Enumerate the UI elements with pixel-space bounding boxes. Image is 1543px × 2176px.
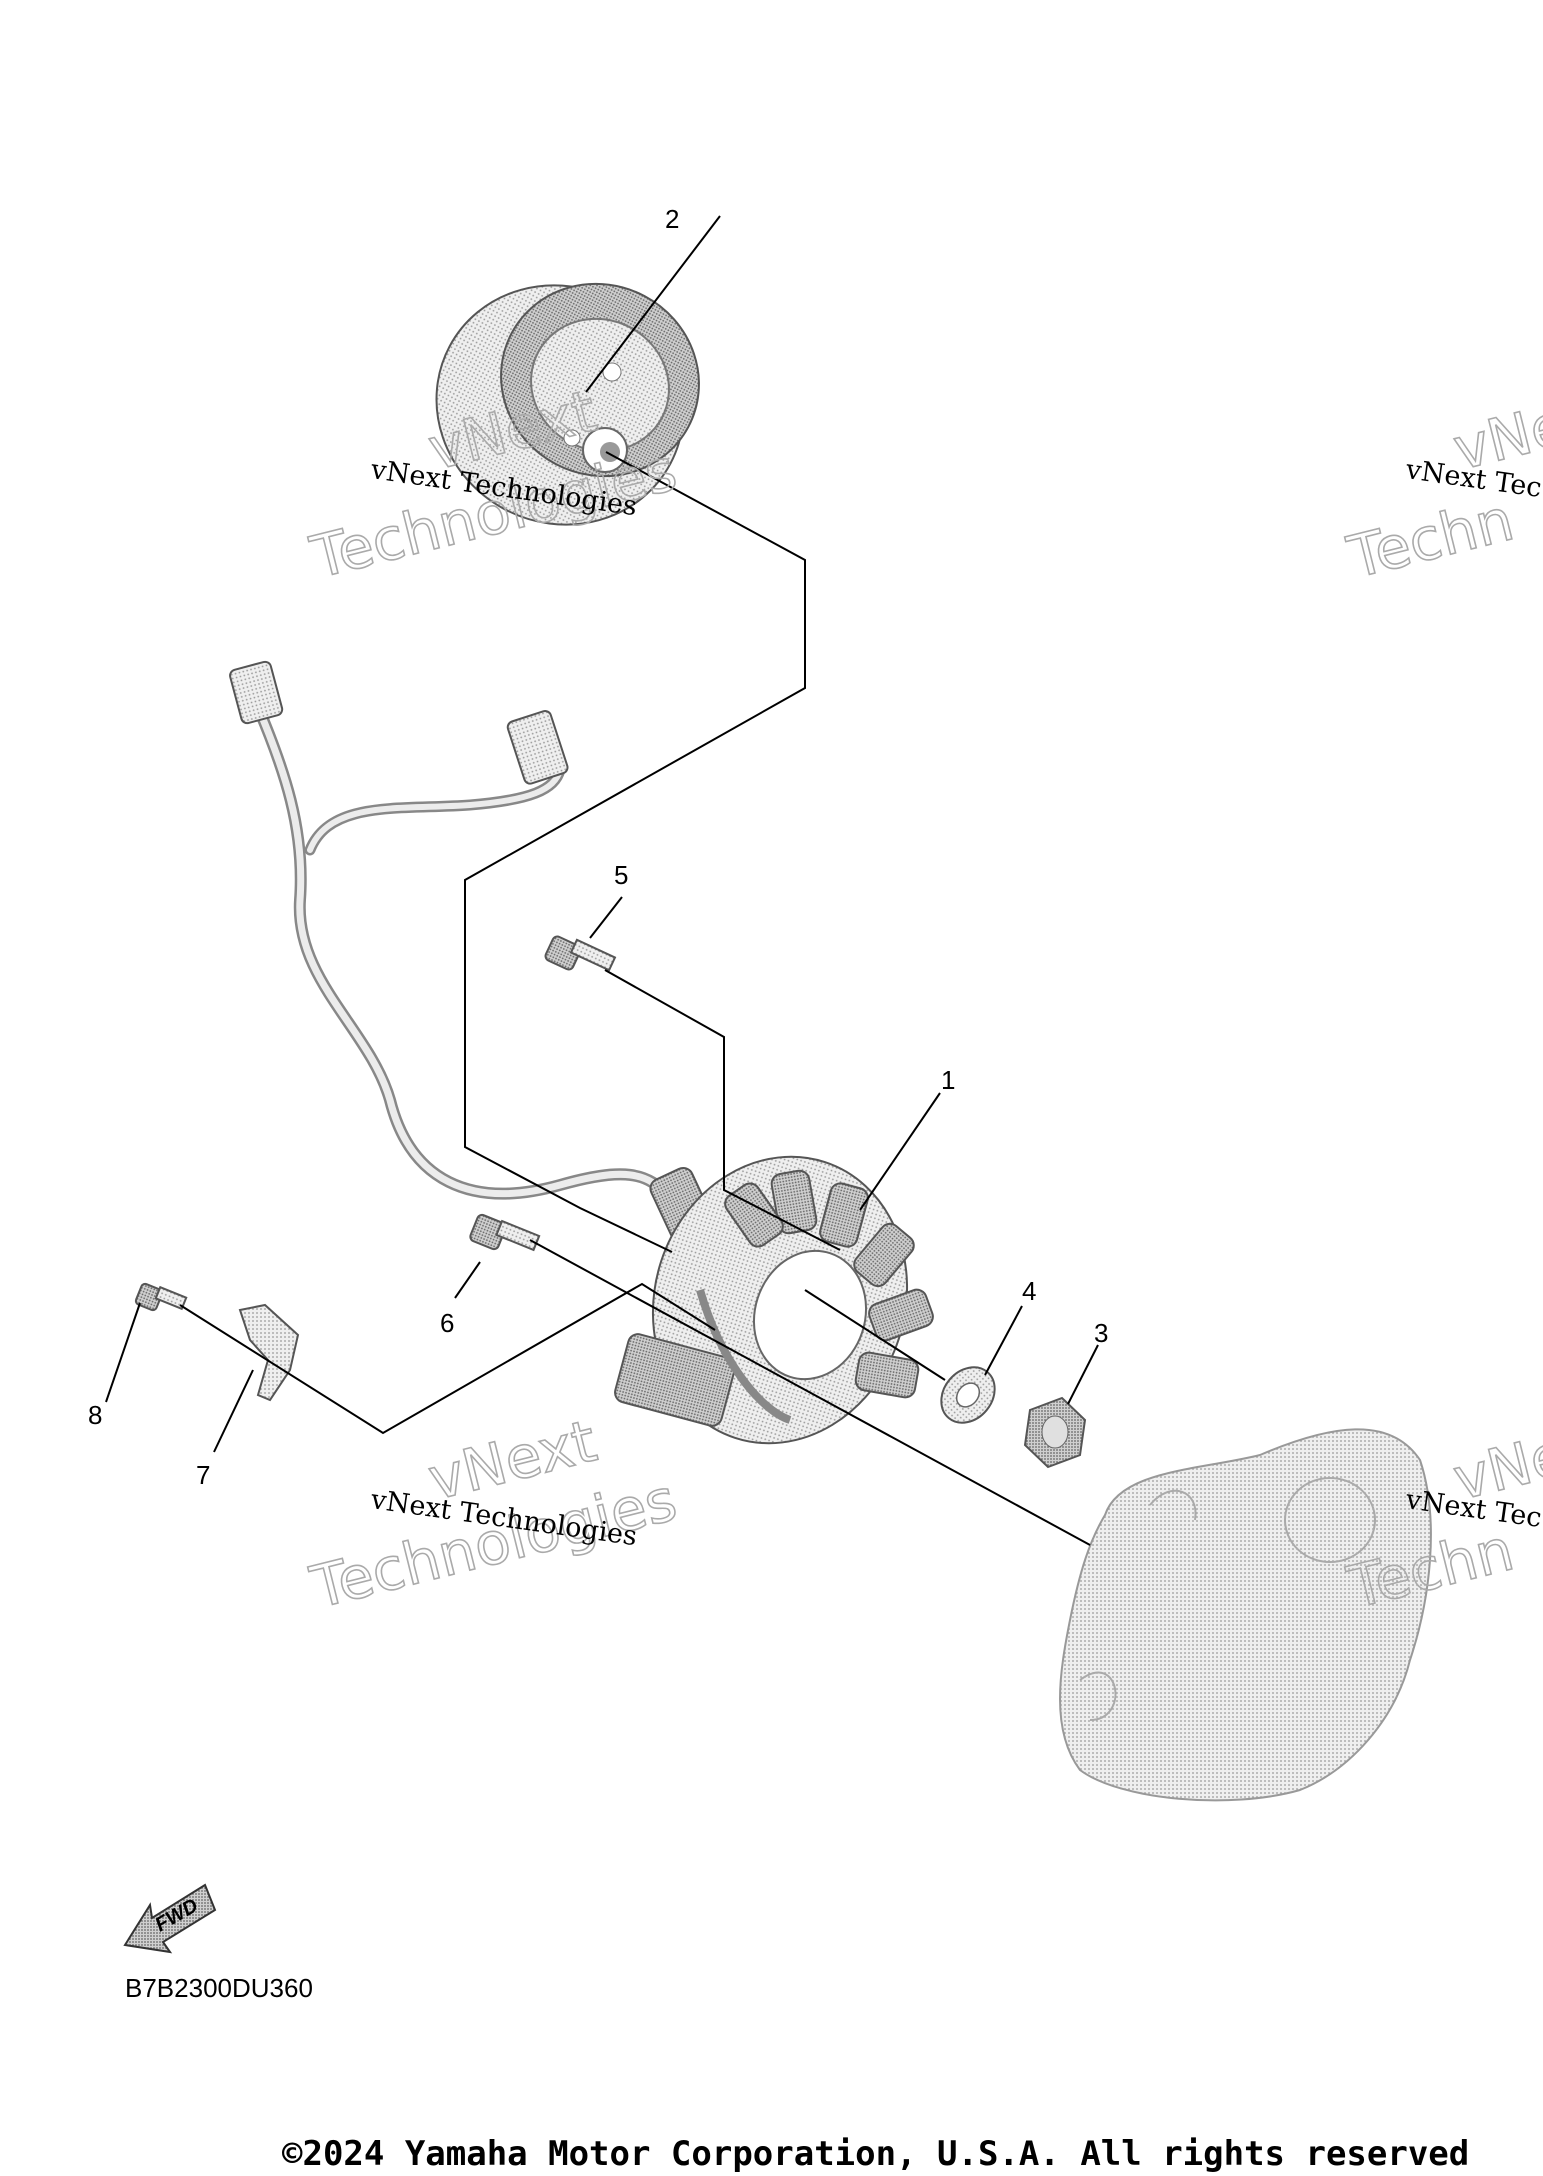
diagram-code: B7B2300DU360	[125, 1973, 313, 2003]
connector-upper-right	[506, 710, 569, 785]
stator-coil-part	[614, 1155, 934, 1445]
callout-8: 8	[88, 1400, 102, 1430]
callout-4: 4	[1022, 1276, 1036, 1306]
bolt-part-8	[134, 1282, 188, 1312]
copyright-notice: ©2024 Yamaha Motor Corporation, U.S.A. A…	[282, 2134, 1470, 2174]
pickup-coil	[614, 1288, 792, 1427]
connector-upper-left	[229, 660, 284, 725]
callout-2: 2	[665, 204, 679, 234]
callout-3: 3	[1094, 1318, 1108, 1348]
washer-part	[940, 1366, 996, 1424]
crankcase-cover-reference	[1059, 1428, 1432, 1802]
clamp-part-7	[238, 1303, 300, 1402]
assembly-lines	[105, 215, 1099, 1546]
bolt-part-6	[469, 1213, 541, 1252]
callout-1: 1	[941, 1065, 955, 1095]
nut-part	[1023, 1396, 1087, 1469]
wire-harness	[229, 660, 726, 1268]
callout-6: 6	[440, 1308, 454, 1338]
callout-7: 7	[196, 1460, 210, 1490]
callout-labels: 1 2 3 4 5 6 7 8	[88, 204, 1108, 1490]
watermark-right-big-bottom: Techn	[1341, 485, 1520, 592]
bolt-part-5	[544, 935, 617, 972]
watermark-right-top: vNe Techn vNext Tec	[1340, 389, 1543, 592]
fwd-arrow-icon: FWD	[123, 1883, 217, 1954]
watermark-bottom-left: vNext Technologies vNext Technologies	[303, 1406, 684, 1623]
callout-5: 5	[614, 860, 628, 890]
